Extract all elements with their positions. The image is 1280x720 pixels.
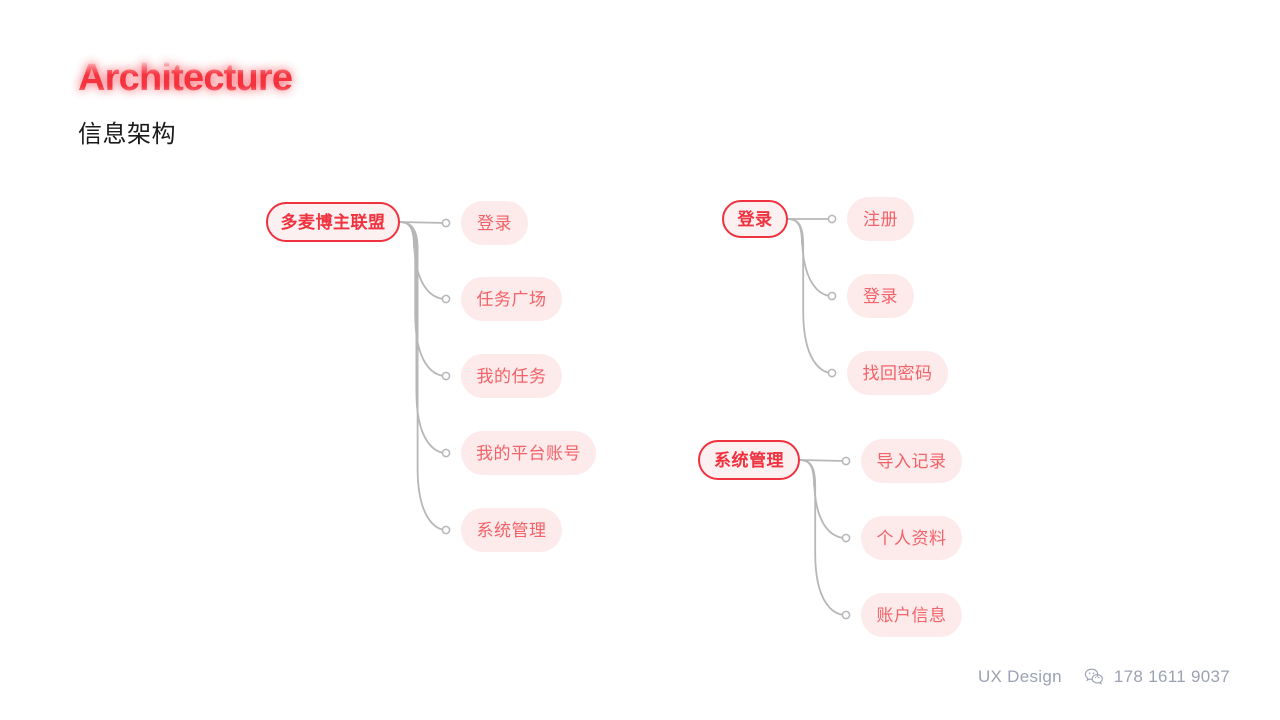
node-label: 我的平台账号 bbox=[476, 443, 581, 463]
connector-line bbox=[399, 221, 447, 300]
page-title: Architecture Architecture bbox=[78, 52, 498, 104]
node-leaf-branch-main-4[interactable]: 系统管理 bbox=[461, 508, 562, 552]
node-label: 账户信息 bbox=[876, 605, 947, 625]
node-leaf-branch-login-0[interactable]: 注册 bbox=[847, 197, 914, 241]
connector-line bbox=[799, 459, 847, 616]
connector-line bbox=[799, 459, 847, 462]
node-leaf-branch-login-1[interactable]: 登录 bbox=[847, 274, 914, 318]
node-label: 系统管理 bbox=[714, 450, 784, 470]
node-leaf-branch-main-3[interactable]: 我的平台账号 bbox=[461, 431, 596, 475]
node-label: 登录 bbox=[737, 209, 773, 229]
node-label: 登录 bbox=[477, 213, 512, 233]
connector-endpoint bbox=[827, 291, 837, 301]
node-leaf-branch-system-0[interactable]: 导入记录 bbox=[861, 439, 962, 483]
connector-line bbox=[787, 218, 833, 374]
connector-endpoint bbox=[441, 218, 451, 228]
wechat-icon bbox=[1084, 668, 1103, 685]
footer-phone: 178 1611 9037 bbox=[1113, 667, 1230, 686]
connector-endpoint bbox=[827, 214, 837, 224]
node-label: 任务广场 bbox=[476, 289, 547, 309]
connector-line bbox=[399, 221, 447, 224]
node-label: 系统管理 bbox=[476, 520, 547, 540]
connector-endpoint bbox=[841, 533, 851, 543]
node-leaf-branch-login-2[interactable]: 找回密码 bbox=[847, 351, 948, 395]
connector-endpoint bbox=[841, 456, 851, 466]
node-leaf-branch-main-2[interactable]: 我的任务 bbox=[461, 354, 562, 398]
connector-endpoint bbox=[441, 371, 451, 381]
node-leaf-branch-system-2[interactable]: 账户信息 bbox=[861, 593, 962, 637]
footer-contact: 178 1611 9037 bbox=[1084, 667, 1230, 687]
connector-endpoint bbox=[841, 610, 851, 620]
connector-line bbox=[399, 221, 447, 454]
page-title-glow: Architecture bbox=[78, 57, 293, 99]
node-label: 我的任务 bbox=[476, 366, 547, 386]
page-subtitle: 信息架构 bbox=[78, 121, 176, 148]
node-leaf-branch-system-1[interactable]: 个人资料 bbox=[861, 516, 962, 560]
connector-line bbox=[799, 459, 847, 539]
node-label: 多麦博主联盟 bbox=[280, 212, 386, 232]
node-root-branch-login[interactable]: 登录 bbox=[722, 200, 788, 238]
connector-endpoint bbox=[827, 368, 837, 378]
node-label: 注册 bbox=[863, 209, 898, 229]
node-leaf-branch-main-0[interactable]: 登录 bbox=[461, 201, 528, 245]
node-label: 个人资料 bbox=[876, 528, 947, 548]
page-header: Architecture Architecture bbox=[78, 52, 498, 104]
connector-endpoint bbox=[441, 294, 451, 304]
connector-line bbox=[787, 218, 833, 297]
connector-line bbox=[399, 221, 447, 531]
node-root-branch-system[interactable]: 系统管理 bbox=[698, 440, 800, 480]
node-leaf-branch-main-1[interactable]: 任务广场 bbox=[461, 277, 562, 321]
node-label: 导入记录 bbox=[876, 451, 947, 471]
footer-label: UX Design bbox=[977, 667, 1062, 686]
node-root-branch-main[interactable]: 多麦博主联盟 bbox=[266, 202, 400, 242]
node-label: 找回密码 bbox=[862, 363, 933, 383]
connector-line bbox=[399, 221, 447, 377]
connector-endpoint bbox=[441, 525, 451, 535]
node-label: 登录 bbox=[863, 286, 898, 306]
footer: UX Design 178 1611 9037 bbox=[978, 667, 1230, 687]
page-title-text: Architecture bbox=[78, 57, 293, 99]
connector-endpoint bbox=[441, 448, 451, 458]
